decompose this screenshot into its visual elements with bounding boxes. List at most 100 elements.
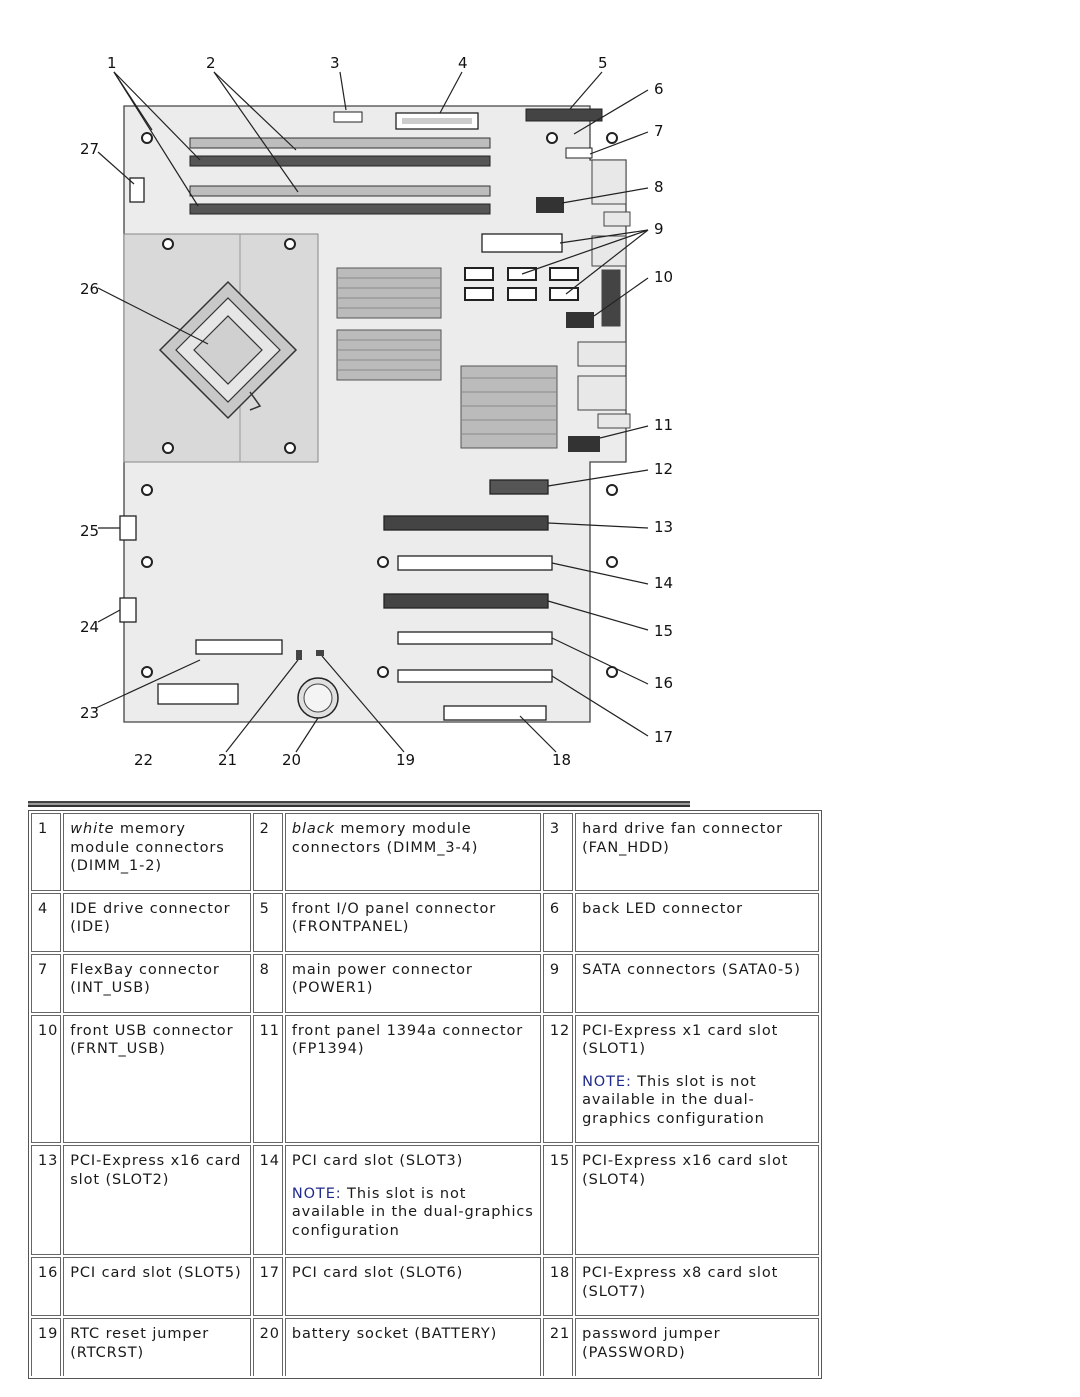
callout-18: 18 <box>552 751 571 769</box>
legend-text: IDE drive connector (IDE) <box>70 900 231 936</box>
legend-text: PCI-Express x16 card slot (SLOT4) <box>582 1153 789 1188</box>
legend-description: RTC reset jumper (RTCRST) <box>63 1318 251 1376</box>
legend-number: 16 <box>31 1257 62 1316</box>
legend-description: PCI-Express x16 card slot (SLOT4) <box>575 1145 819 1255</box>
legend-description: battery socket (BATTERY) <box>284 1318 541 1376</box>
callout-21: 21 <box>218 751 237 769</box>
callout-3: 3 <box>330 54 340 72</box>
legend-number: 17 <box>252 1257 283 1316</box>
legend-number: 1 <box>31 813 62 891</box>
callout-15: 15 <box>654 622 673 640</box>
legend-number: 13 <box>31 1145 62 1255</box>
callout-6: 6 <box>654 80 664 98</box>
legend-note: NOTE: This slot is not available in the … <box>292 1185 534 1241</box>
legend-text: front I/O panel connector (FRONTPANEL) <box>291 900 497 936</box>
callout-4: 4 <box>458 54 468 72</box>
legend-note: NOTE: This slot is not available in the … <box>582 1073 812 1129</box>
legend-number: 2 <box>252 813 283 891</box>
callout-17: 17 <box>654 728 673 746</box>
callout-27: 27 <box>80 140 99 158</box>
legend-text: SATA connectors (SATA0-5) <box>582 961 801 978</box>
callout-7: 7 <box>654 122 664 140</box>
legend-number: 5 <box>252 892 283 952</box>
cpu-socket <box>158 280 298 420</box>
legend-text: PCI card slot (SLOT3) <box>291 1153 464 1169</box>
legend-description: PCI card slot (SLOT6) <box>284 1257 541 1316</box>
legend-text: back LED connector <box>582 900 743 917</box>
sata-connectors <box>464 267 579 301</box>
legend-description: password jumper (PASSWORD) <box>575 1318 819 1376</box>
legend-text: PCI card slot (SLOT6) <box>291 1265 464 1281</box>
callout-23: 23 <box>80 704 99 722</box>
callout-24: 24 <box>80 618 99 636</box>
legend-description: PCI-Express x8 card slot (SLOT7) <box>575 1257 819 1316</box>
legend-number: 3 <box>542 813 574 891</box>
legend-description: white memory module connectors (DIMM_1-2… <box>63 813 251 891</box>
frontpanel-connector <box>525 108 603 122</box>
legend-number: 6 <box>542 892 574 952</box>
legend-emphasis: black <box>291 821 335 837</box>
table-top-rule <box>28 801 690 807</box>
note-text: This slot is not available in the dual-g… <box>582 1073 765 1127</box>
fan-hdd-connector <box>333 111 363 123</box>
note-label: NOTE: <box>291 1185 342 1202</box>
legend-description: PCI-Express x16 card slot (SLOT2) <box>63 1145 251 1255</box>
legend-text: memory module connectors (DIMM_3-4) <box>291 821 479 856</box>
callout-10: 10 <box>654 268 673 286</box>
callout-14: 14 <box>654 574 673 592</box>
legend-number: 21 <box>542 1318 574 1376</box>
legend-number: 8 <box>252 953 283 1013</box>
legend-number: 15 <box>542 1145 574 1255</box>
legend-number: 9 <box>542 953 574 1013</box>
legend-description: back LED connector <box>575 892 819 952</box>
legend-text: PCI-Express x1 card slot (SLOT1) <box>582 1022 779 1058</box>
note-label: NOTE: <box>582 1073 632 1090</box>
legend-description: front I/O panel connector (FRONTPANEL) <box>284 892 541 952</box>
callout-22: 22 <box>134 751 153 769</box>
dimm-slots <box>189 137 491 215</box>
legend-text: front USB connector (FRNT_USB) <box>70 1022 234 1058</box>
main-power-connector <box>481 233 563 253</box>
legend-text: password jumper (PASSWORD) <box>582 1326 721 1361</box>
callout-leaders <box>95 71 649 753</box>
callout-19: 19 <box>396 751 415 769</box>
legend-number: 11 <box>252 1014 283 1143</box>
legend-number: 19 <box>31 1318 62 1376</box>
callout-20: 20 <box>282 751 301 769</box>
callout-25: 25 <box>80 522 99 540</box>
legend-emphasis: white <box>70 821 115 837</box>
expansion-slots <box>383 479 553 721</box>
legend-description: hard drive fan connector (FAN_HDD) <box>575 813 819 891</box>
legend-description: IDE drive connector (IDE) <box>63 892 251 952</box>
legend-text: front panel 1394a connector (FP1394) <box>291 1022 524 1058</box>
callout-26: 26 <box>80 280 99 298</box>
callout-9: 9 <box>654 220 664 238</box>
callout-5: 5 <box>598 54 608 72</box>
legend-description: FlexBay connector (INT_USB) <box>63 953 251 1013</box>
callout-16: 16 <box>654 674 673 692</box>
legend-description: front panel 1394a connector (FP1394) <box>284 1014 541 1143</box>
legend-description: black memory module connectors (DIMM_3-4… <box>284 813 541 891</box>
legend-number: 12 <box>542 1014 574 1143</box>
callout-13: 13 <box>654 518 673 536</box>
callout-12: 12 <box>654 460 673 478</box>
legend-text: FlexBay connector (INT_USB) <box>70 961 220 997</box>
legend-description: main power connector (POWER1) <box>284 953 541 1013</box>
legend-number: 7 <box>31 953 62 1013</box>
callout-11: 11 <box>654 416 673 434</box>
legend-description: PCI card slot (SLOT5) <box>63 1257 251 1316</box>
legend-text: RTC reset jumper (RTCRST) <box>70 1326 210 1361</box>
callout-numbers: 1 2 3 4 5 6 7 8 9 10 11 12 13 14 15 16 1… <box>80 54 673 769</box>
legend-description: PCI-Express x1 card slot (SLOT1) NOTE: Th… <box>575 1014 819 1143</box>
legend-number: 10 <box>31 1014 62 1143</box>
callout-8: 8 <box>654 178 664 196</box>
motherboard-diagram: 1 2 3 4 5 6 7 8 9 10 11 12 13 14 15 16 1… <box>80 54 673 769</box>
